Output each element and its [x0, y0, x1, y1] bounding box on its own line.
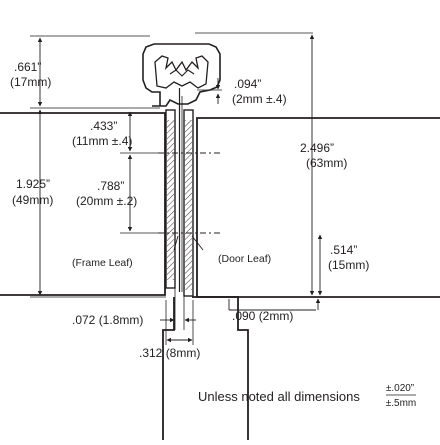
- door-gap-label: .090 (2mm): [232, 309, 293, 323]
- frame-leaf-hatch: [167, 120, 174, 280]
- top-gap-in: .661”: [14, 60, 41, 74]
- top-hole-in: .433”: [90, 119, 117, 133]
- overall-width-in: 2.496”: [300, 141, 334, 155]
- hole-spacing-in: .788”: [97, 179, 124, 193]
- flange-mm: (2mm ±.4): [232, 92, 287, 106]
- hole-spacing-mm: (20mm ±.2): [76, 194, 137, 208]
- door-leaf-hatch: [185, 120, 192, 290]
- top-hole-mm: (11mm ±.4): [72, 134, 132, 148]
- hinge-cap-inner-channel: [154, 55, 209, 89]
- tolerance-mm: ±.5mm: [386, 398, 417, 409]
- top-gap-mm: (17mm): [10, 75, 51, 89]
- flange-in: .094”: [234, 77, 261, 91]
- extension-lines: [30, 32, 325, 345]
- tolerance-inch: ±.020”: [386, 383, 414, 394]
- frame-depth-in: 1.925”: [16, 177, 50, 191]
- hinge-cap-teeth: [169, 69, 195, 77]
- frame-outline: [0, 112, 166, 296]
- leaf-gap-label: .072 (1.8mm): [72, 313, 143, 327]
- door-leaf-label: (Door Leaf): [218, 253, 271, 265]
- footnote-text: Unless noted all dimensions: [198, 389, 360, 404]
- overall-width-mm: (63mm): [306, 156, 347, 170]
- bottom-hole-in: .514”: [330, 243, 357, 257]
- bottom-hole-mm: (15mm): [328, 258, 369, 272]
- frame-leaf-label: (Frame Leaf): [72, 257, 133, 269]
- frame-depth-mm: (49mm): [12, 193, 53, 207]
- dimension-lines: [37, 34, 323, 343]
- thickness-label: .312 (8mm): [139, 346, 200, 360]
